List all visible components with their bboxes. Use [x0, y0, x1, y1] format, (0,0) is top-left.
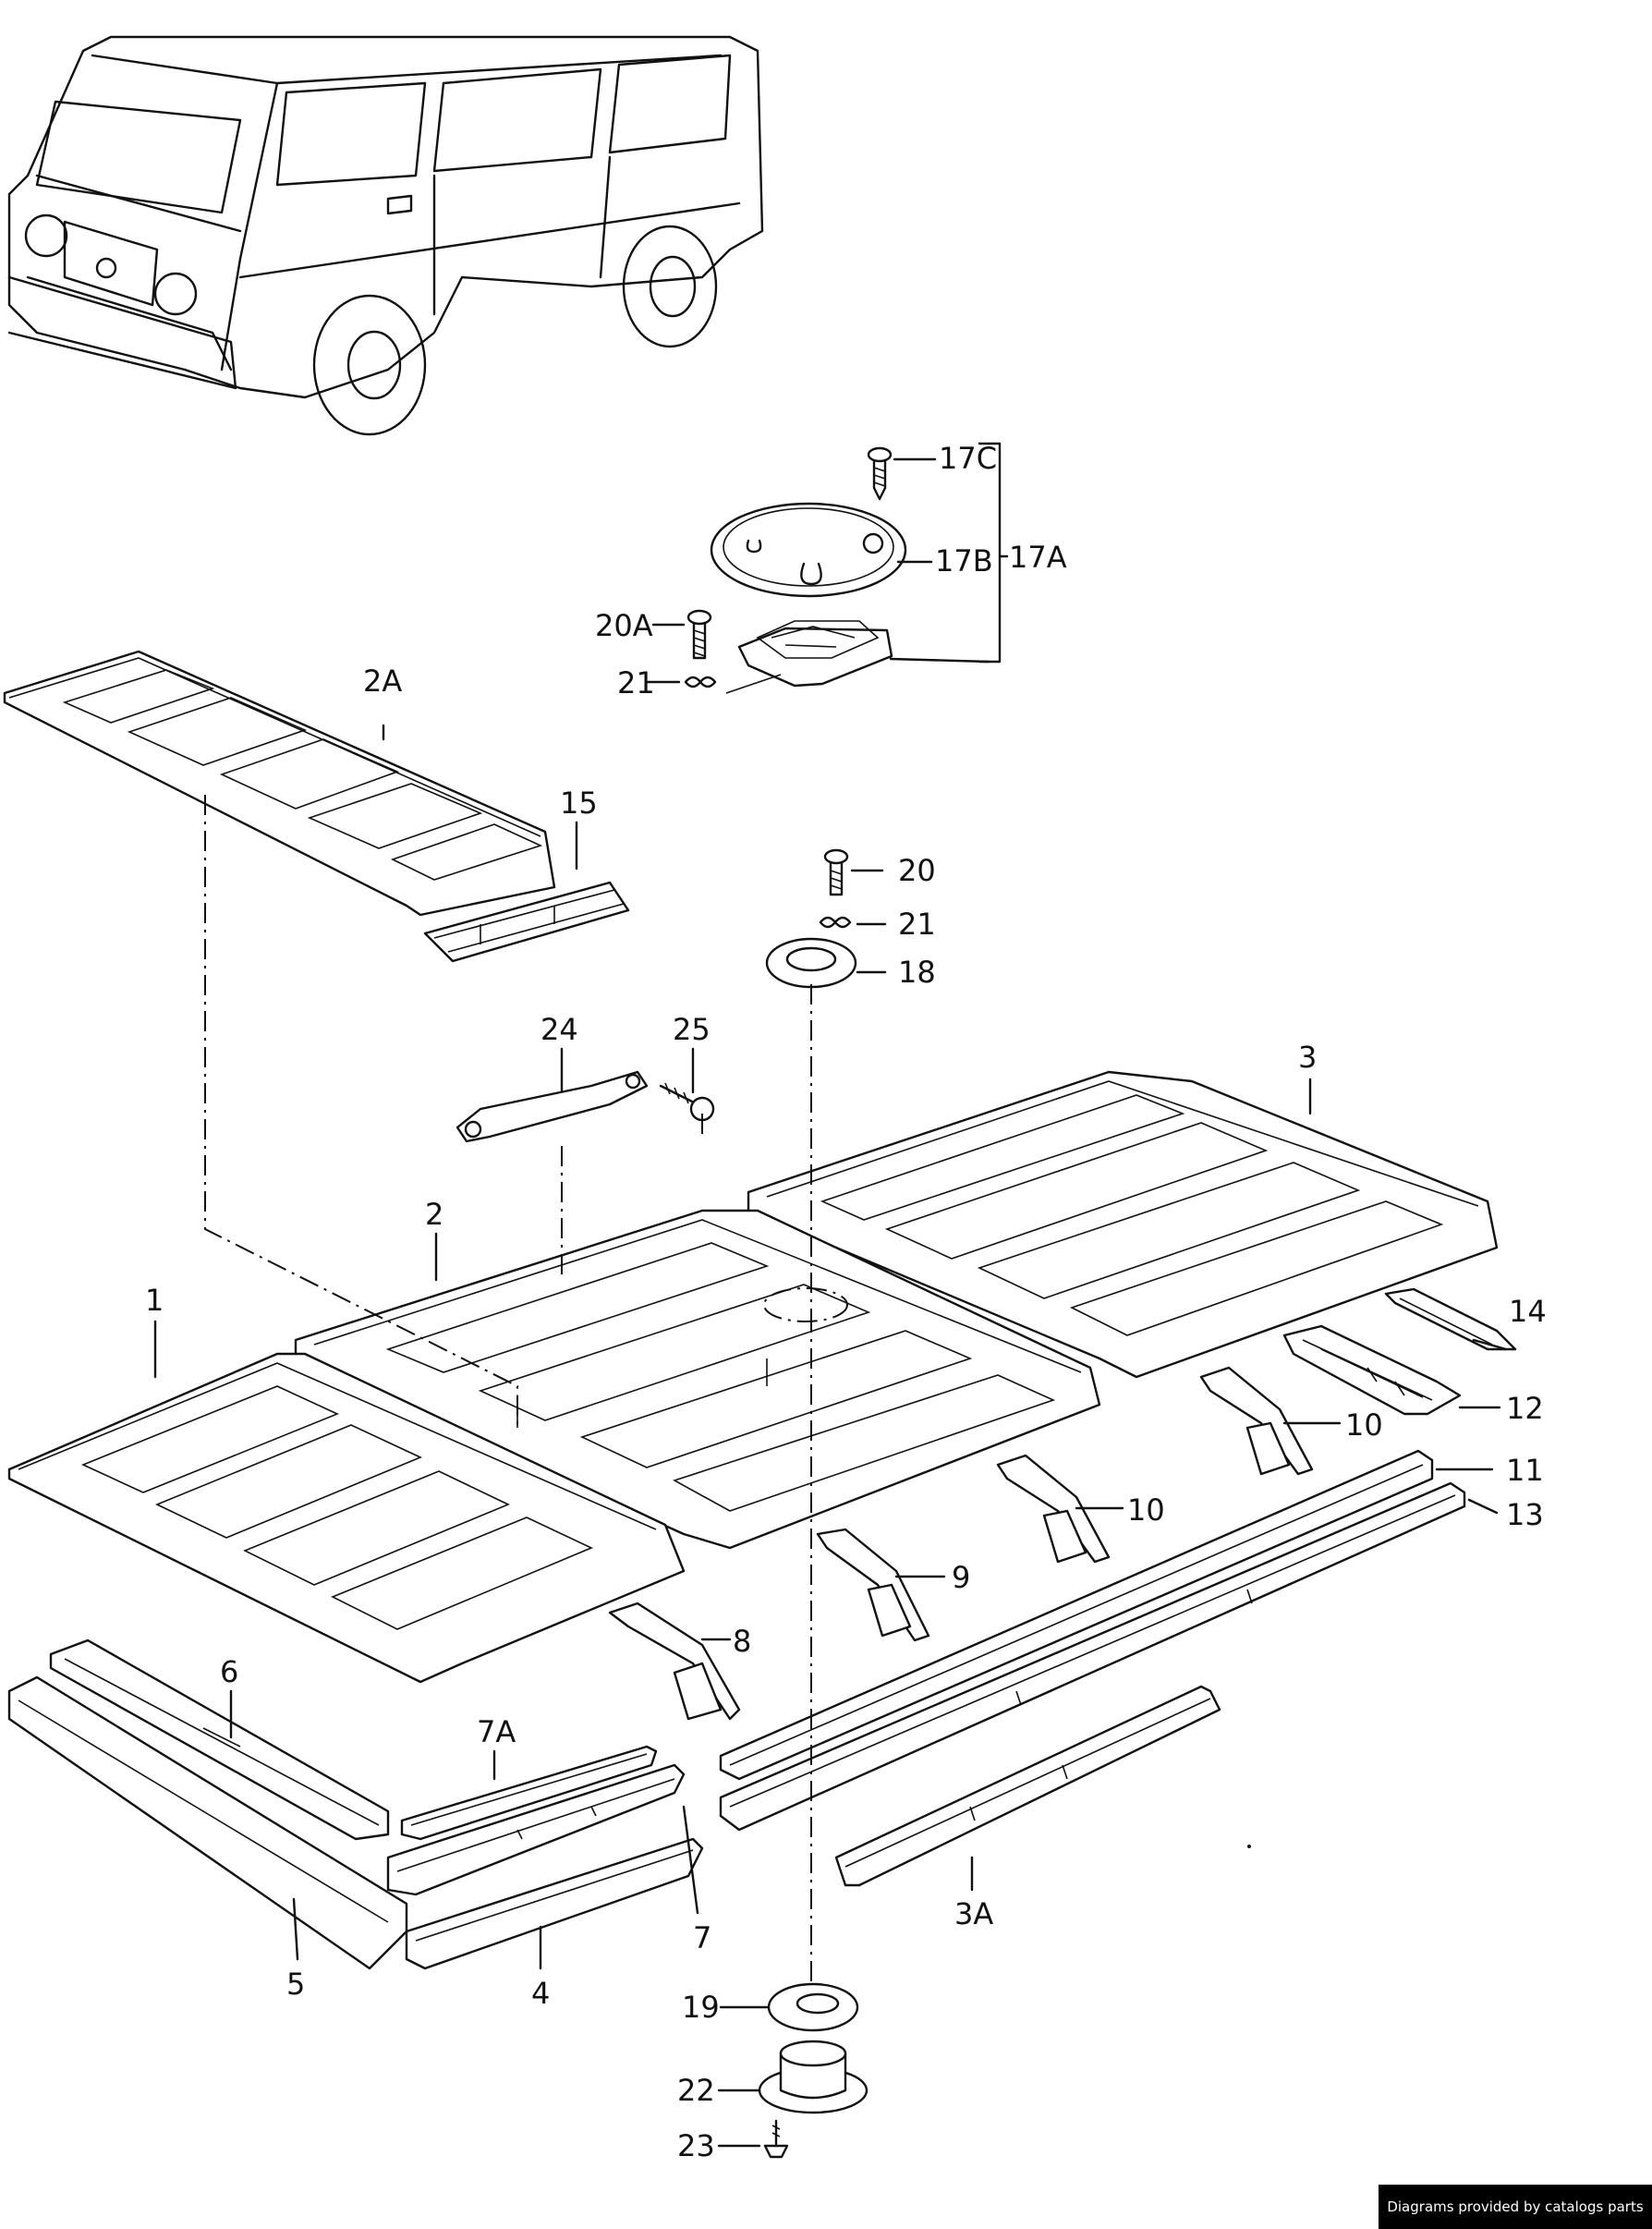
- screw-23-icon: [763, 2119, 789, 2159]
- vent-opening-outline: [763, 1287, 848, 1322]
- label-10-rear: 10: [1345, 1407, 1383, 1443]
- label-9: 9: [952, 1560, 970, 1595]
- label-5: 5: [286, 1967, 305, 2002]
- screw-20a-icon: [686, 609, 712, 660]
- side-rail-7a: [400, 1745, 658, 1841]
- label-8: 8: [733, 1624, 751, 1659]
- label-21: 21: [898, 907, 936, 942]
- roof-bow-8: [608, 1602, 741, 1721]
- van-illustration: [7, 35, 764, 436]
- roof-panel-3: [747, 1070, 1499, 1379]
- label-4: 4: [531, 1976, 550, 2011]
- roof-bow-10-rear: [1199, 1366, 1314, 1476]
- roof-panel-2: [294, 1209, 1101, 1550]
- ring-19-icon: [767, 1982, 859, 2032]
- ring-18-icon: [765, 937, 857, 989]
- label-15: 15: [560, 786, 598, 821]
- bolt-20-icon: [823, 848, 849, 896]
- spring-washer-21-icon: [684, 674, 782, 694]
- label-7: 7: [693, 1920, 711, 1955]
- label-3: 3: [1298, 1040, 1317, 1075]
- roof-panel-2a: [3, 650, 630, 963]
- drain-cap-22-icon: [758, 2040, 869, 2114]
- rear-cross-member-14: [1384, 1287, 1517, 1351]
- label-2: 2: [425, 1197, 443, 1232]
- leader-14: [1472, 1338, 1508, 1351]
- screw-25-icon: [659, 1082, 715, 1122]
- side-rail-7: [386, 1763, 686, 1896]
- label-2a: 2A: [363, 664, 402, 699]
- rear-cross-member-12: [1282, 1324, 1462, 1416]
- assembly-line-2a: [204, 795, 518, 1428]
- label-17a: 17A: [1009, 540, 1067, 575]
- label-23: 23: [677, 2128, 715, 2163]
- credit-banner: Diagrams provided by catalogs parts: [1379, 2185, 1652, 2229]
- side-rail-13: [719, 1481, 1466, 1832]
- roof-bow-10-front: [996, 1454, 1111, 1564]
- side-rail-11: [719, 1449, 1434, 1781]
- label-1: 1: [145, 1283, 164, 1318]
- label-19: 19: [682, 1990, 720, 2025]
- label-24: 24: [541, 1012, 578, 1047]
- roof-panel-1: [7, 1352, 686, 1684]
- screw-17c-icon: [867, 446, 893, 501]
- label-21-top: 21: [617, 665, 655, 700]
- label-12: 12: [1506, 1391, 1544, 1426]
- label-6: 6: [220, 1654, 238, 1689]
- grab-handle-24-icon: [456, 1070, 649, 1143]
- side-rail-4: [405, 1837, 704, 1970]
- label-18: 18: [898, 955, 936, 990]
- roof-bow-9: [816, 1528, 930, 1642]
- label-14: 14: [1509, 1294, 1547, 1329]
- leader-13: [1467, 1498, 1499, 1515]
- label-25: 25: [673, 1012, 711, 1047]
- washer-21-icon: [819, 916, 852, 929]
- label-7a: 7A: [477, 1714, 516, 1749]
- label-22: 22: [677, 2073, 715, 2108]
- label-10-front: 10: [1127, 1492, 1165, 1528]
- side-rail-3a: [834, 1685, 1221, 1887]
- leader-7: [682, 1805, 699, 1915]
- label-11: 11: [1506, 1453, 1544, 1488]
- label-17b: 17B: [935, 543, 993, 579]
- front-bow-6: [49, 1638, 390, 1841]
- leader-5: [292, 1897, 299, 1961]
- label-13: 13: [1506, 1497, 1544, 1532]
- label-3a: 3A: [954, 1896, 993, 1931]
- label-17c: 17C: [939, 441, 997, 476]
- roof-vent-assembly: [710, 502, 907, 688]
- label-20: 20: [898, 853, 936, 888]
- label-20a: 20A: [595, 608, 653, 643]
- stray-dot: [1247, 1845, 1251, 1848]
